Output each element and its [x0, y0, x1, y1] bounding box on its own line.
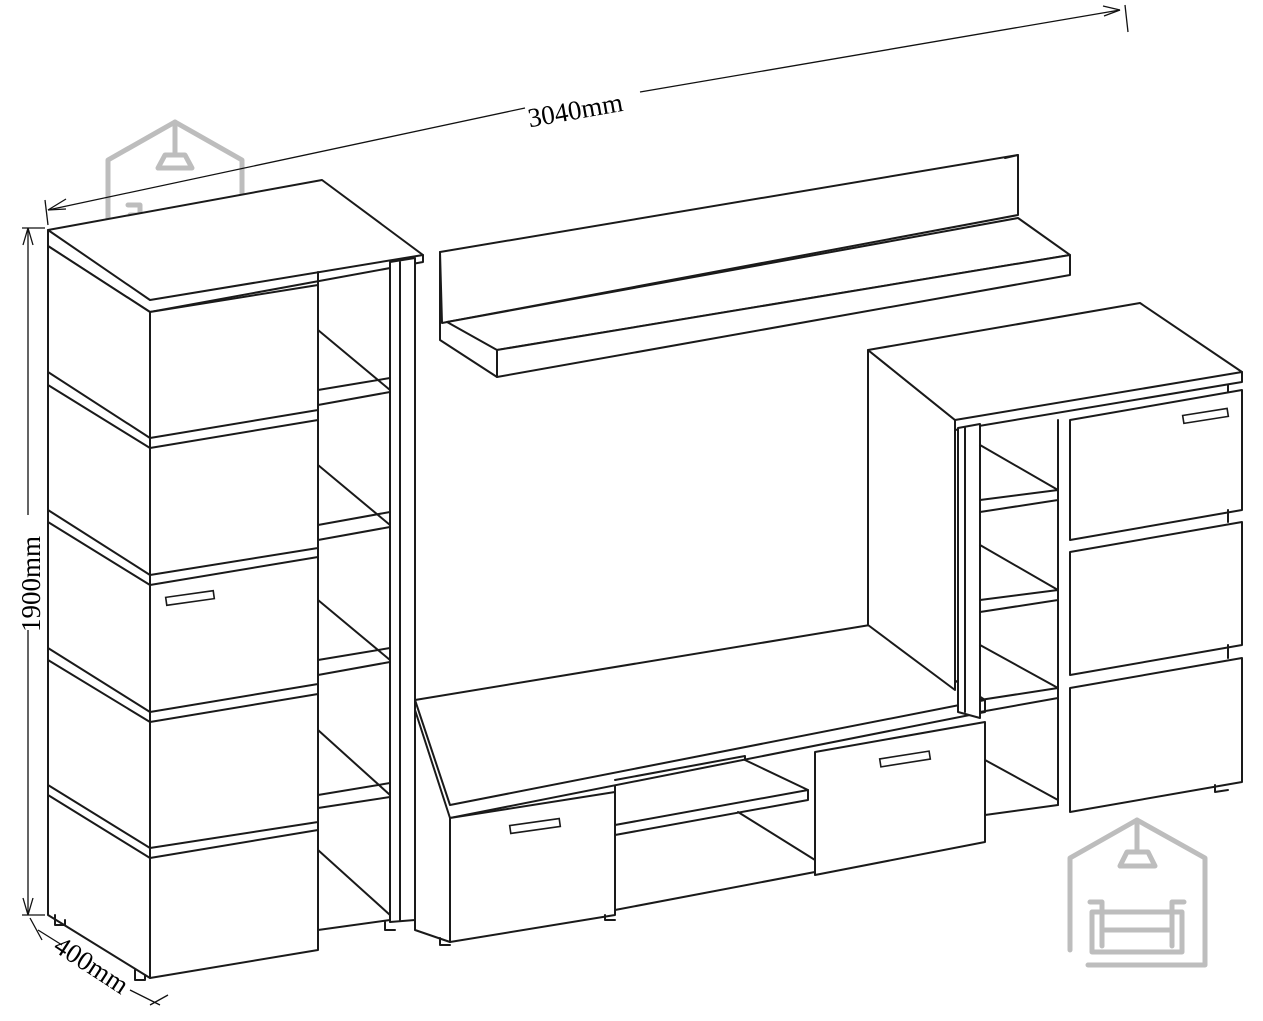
left-tall-cabinet: [47, 179, 424, 981]
wall-shelf: [439, 154, 1071, 378]
height-dimension: 1900mm: [16, 227, 46, 916]
width-label: 3040mm: [525, 87, 625, 133]
watermark-logo-bottom-right: [1067, 817, 1208, 968]
tv-left-drawer-handle: [508, 817, 562, 835]
right-cabinet: [867, 302, 1243, 816]
right-door-handle: [1181, 407, 1230, 425]
height-label: 1900mm: [16, 536, 46, 632]
tv-right-drawer-handle: [878, 750, 932, 768]
tv-base-unit: [414, 624, 986, 946]
left-door-handle: [164, 589, 216, 607]
